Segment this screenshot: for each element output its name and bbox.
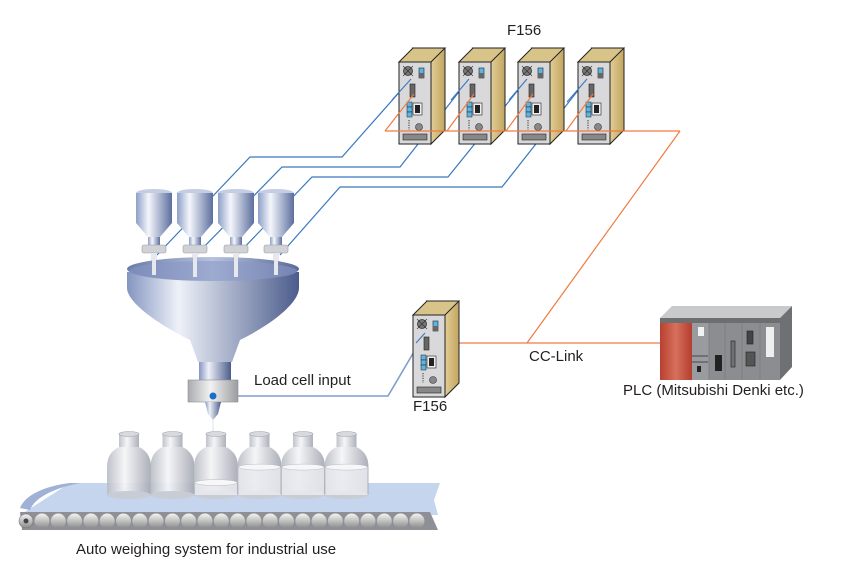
diagram-caption: Auto weighing system for industrial use xyxy=(76,541,337,558)
hopper-4 xyxy=(257,188,295,266)
top-controllers-label: F156 xyxy=(507,22,542,39)
conveyor-roller xyxy=(164,513,180,529)
bottle xyxy=(106,431,152,500)
conveyor-roller xyxy=(181,513,197,529)
cc-link-drop-4 xyxy=(565,93,594,132)
hopper-1 xyxy=(135,188,173,266)
conveyor-roller xyxy=(409,513,425,529)
conveyor-roller xyxy=(393,513,409,529)
signal-wire-overlays xyxy=(391,78,588,103)
conveyor-roller xyxy=(376,513,392,529)
hopper-2 xyxy=(176,188,214,266)
cc-link-diagonal xyxy=(526,130,681,344)
plc-label: PLC (Mitsubishi Denki etc.) xyxy=(623,382,804,399)
funnel xyxy=(127,255,299,485)
conveyor-roller xyxy=(246,513,262,529)
bottle-group xyxy=(106,431,369,500)
bottle xyxy=(324,431,369,500)
conveyor-roller xyxy=(360,513,376,529)
controller-group-top xyxy=(398,47,625,145)
load-cell-connector-icon xyxy=(209,392,217,400)
conveyor-roller xyxy=(99,513,115,529)
controller-1 xyxy=(398,47,446,145)
network-label: CC-Link xyxy=(529,348,584,365)
conveyor-roller xyxy=(344,513,360,529)
conveyor-rollers xyxy=(34,513,425,529)
bottle xyxy=(280,431,326,500)
cc-link-drop-3 xyxy=(505,93,534,132)
conveyor-roller xyxy=(230,513,246,529)
controller-3 xyxy=(517,47,565,145)
conveyor-roller xyxy=(67,513,83,529)
bottle xyxy=(237,431,282,500)
conveyor-roller xyxy=(34,513,50,529)
conveyor-roller xyxy=(295,513,311,529)
cc-link-network-wires xyxy=(384,93,681,344)
load-cell-label: Load cell input xyxy=(254,372,351,389)
conveyor-roller xyxy=(213,513,229,529)
bottle-contents xyxy=(325,467,368,495)
conveyor-roller xyxy=(197,513,213,529)
bottle-contents xyxy=(238,467,281,495)
conveyor-roller xyxy=(83,513,99,529)
bottle-contents xyxy=(195,482,237,495)
conveyor-roller xyxy=(116,513,131,529)
controller-2 xyxy=(458,47,506,145)
hopper-group xyxy=(135,188,295,266)
bottle-contents xyxy=(282,467,324,495)
conveyor-roller xyxy=(132,513,148,529)
cc-link-drop-2 xyxy=(446,93,475,132)
bottle xyxy=(150,431,195,500)
conveyor-roller xyxy=(327,513,343,529)
conveyor-roller xyxy=(50,513,66,529)
hopper-3 xyxy=(217,188,255,266)
cc-link-drop-1 xyxy=(384,93,415,132)
conveyor-roller xyxy=(279,513,294,529)
conveyor-roller xyxy=(148,513,164,529)
bottle xyxy=(193,431,239,500)
controller-4 xyxy=(577,47,625,145)
controller-single xyxy=(412,300,460,398)
conveyor-roller xyxy=(262,513,278,529)
plc-unit xyxy=(660,306,792,380)
single-controller-label: F156 xyxy=(413,398,448,415)
conveyor-roller xyxy=(311,513,327,529)
